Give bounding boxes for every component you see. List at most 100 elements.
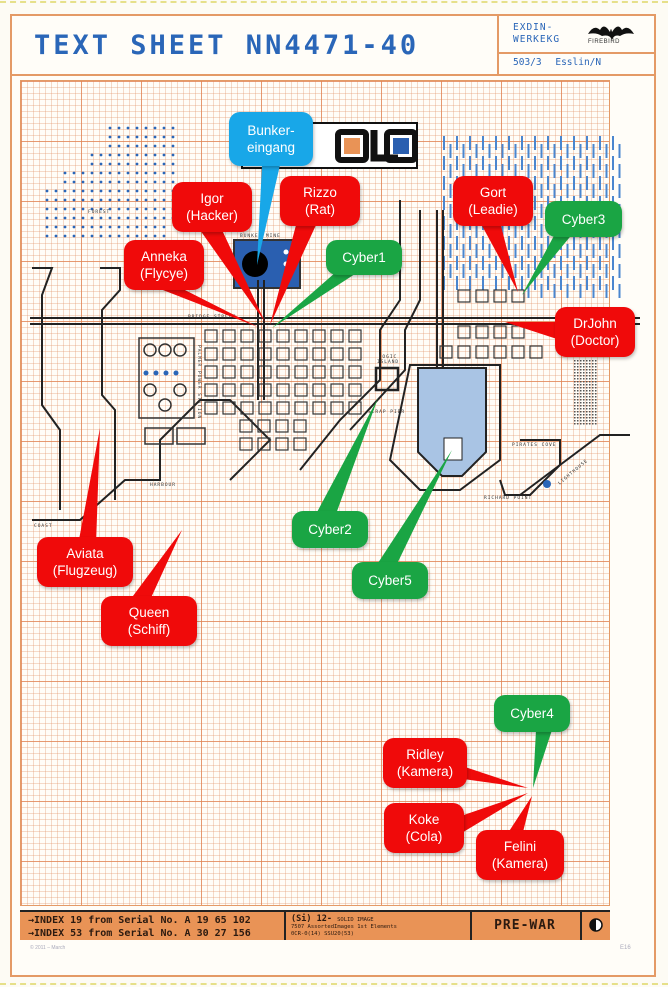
building-block xyxy=(204,329,218,343)
forest-dot xyxy=(45,198,49,202)
forest-dot xyxy=(99,234,103,238)
x-axis-tick: · xyxy=(85,72,87,77)
pointer-queen xyxy=(130,530,182,600)
pattern-dot xyxy=(577,399,579,401)
forest-dot xyxy=(63,216,67,220)
pattern-dot xyxy=(592,387,594,389)
forest-dot xyxy=(117,207,121,211)
forest-dot xyxy=(90,180,94,184)
pattern-dot xyxy=(580,381,582,383)
map-label-coast: COAST xyxy=(34,524,53,529)
pattern-dot xyxy=(592,411,594,413)
forest-dot xyxy=(171,180,175,184)
pattern-dot xyxy=(589,360,591,362)
callout-cyber1[interactable]: Cyber1 xyxy=(326,240,402,275)
pattern-dot xyxy=(592,372,594,374)
building-block xyxy=(222,383,236,397)
pattern-dot xyxy=(595,372,597,374)
callout-drjohn[interactable]: DrJohn(Doctor) xyxy=(555,307,635,357)
forest-dot xyxy=(162,189,166,193)
bottom-dashed-border xyxy=(0,983,668,985)
callout-ridley[interactable]: Ridley(Kamera) xyxy=(383,738,467,788)
building-block xyxy=(312,383,326,397)
pointer-cyber2 xyxy=(316,398,378,514)
top-dashed-border xyxy=(0,1,668,3)
map-label-forest: FOREST xyxy=(88,210,111,215)
forest-dot xyxy=(144,126,148,130)
pattern-dot xyxy=(592,366,594,368)
pattern-dot xyxy=(577,408,579,410)
pattern-dot xyxy=(574,378,576,380)
pattern-dot xyxy=(583,390,585,392)
forest-dot xyxy=(99,171,103,175)
callout-cyber3[interactable]: Cyber3 xyxy=(545,201,622,237)
pattern-dot xyxy=(589,381,591,383)
pattern-dot xyxy=(580,363,582,365)
logic-island xyxy=(374,366,400,392)
pattern-dot xyxy=(580,369,582,371)
forest-dot xyxy=(135,126,139,130)
forest-dot xyxy=(63,207,67,211)
forest-dot xyxy=(126,216,130,220)
pattern-dot xyxy=(583,366,585,368)
building-block xyxy=(257,419,271,433)
pattern-dot xyxy=(577,405,579,407)
forest-dot xyxy=(117,198,121,202)
pattern-dot xyxy=(586,396,588,398)
callout-gort[interactable]: Gort(Leadie) xyxy=(453,176,533,226)
pattern-dot xyxy=(580,408,582,410)
callout-koke[interactable]: Koke(Cola) xyxy=(384,803,464,853)
publisher-name: EXDIN- WERKEKG xyxy=(513,22,561,45)
pattern-dot xyxy=(586,381,588,383)
pattern-dot xyxy=(589,411,591,413)
pattern-dot xyxy=(580,402,582,404)
forest-dot xyxy=(162,162,166,166)
building-block xyxy=(276,365,290,379)
pattern-dot xyxy=(592,414,594,416)
pattern-dot xyxy=(580,366,582,368)
callout-rizzo[interactable]: Rizzo(Rat) xyxy=(280,176,360,226)
forest-dot xyxy=(99,180,103,184)
callout-felini[interactable]: Felini(Kamera) xyxy=(476,830,564,880)
callout-aviata[interactable]: Aviata(Flugzeug) xyxy=(37,537,133,587)
callout-igor[interactable]: Igor(Hacker) xyxy=(172,182,252,232)
pointer-cyber3 xyxy=(522,232,574,295)
pattern-dot xyxy=(586,390,588,392)
callout-anneka[interactable]: Anneka(Flycye) xyxy=(124,240,204,290)
building-block xyxy=(529,345,543,359)
callout-cyber2[interactable]: Cyber2 xyxy=(292,511,368,548)
pointer-cyber5 xyxy=(376,450,452,566)
building-block xyxy=(439,345,453,359)
forest-dot xyxy=(135,216,139,220)
callout-bunkereingang[interactable]: Bunker-eingang xyxy=(229,112,313,166)
callout-cyber4[interactable]: Cyber4 xyxy=(494,695,570,732)
forest-dot xyxy=(99,198,103,202)
forest-dot xyxy=(90,207,94,211)
callout-cyber5[interactable]: Cyber5 xyxy=(352,562,428,599)
forest-dot xyxy=(162,144,166,148)
pattern-dot xyxy=(580,414,582,416)
building-block xyxy=(240,329,254,343)
pattern-dot xyxy=(577,369,579,371)
pattern-dot xyxy=(592,360,594,362)
pattern-dot xyxy=(580,387,582,389)
pattern-dot xyxy=(592,405,594,407)
pattern-dot xyxy=(574,387,576,389)
pattern-dot xyxy=(586,399,588,401)
pattern-dot xyxy=(577,372,579,374)
pattern-dot xyxy=(574,393,576,395)
forest-dot xyxy=(63,234,67,238)
forest-dot xyxy=(144,135,148,139)
building-block xyxy=(457,345,471,359)
pattern-dot xyxy=(583,405,585,407)
index-references: →INDEX 19 from Serial No. A 19 65 102 →I… xyxy=(28,915,251,939)
lighthouse-icon xyxy=(543,480,551,488)
forest-dot xyxy=(54,198,58,202)
forest-dot xyxy=(126,207,130,211)
pattern-dot xyxy=(583,369,585,371)
pattern-dot xyxy=(577,411,579,413)
pattern-dot xyxy=(577,396,579,398)
forest-dot xyxy=(135,171,139,175)
forest-dot xyxy=(126,189,130,193)
callout-queen[interactable]: Queen(Schiff) xyxy=(101,596,197,646)
